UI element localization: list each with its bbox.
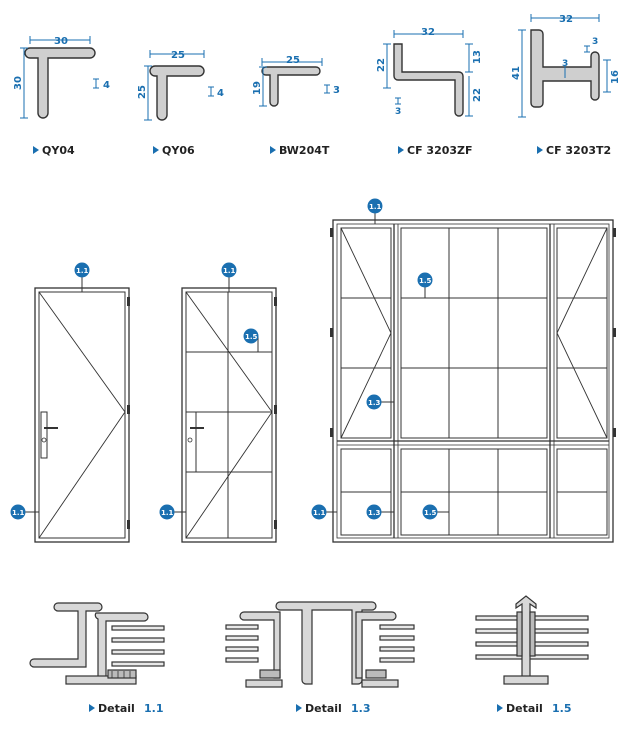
door-grid-pane [181,287,277,543]
detail-badge[interactable] [10,504,26,520]
detail-1-5-section [475,595,589,685]
badge-label: 1.1 [223,267,236,275]
detail-badge[interactable] [422,504,438,520]
hinge-icon [613,328,616,337]
dim-height: 41 [511,66,522,80]
badge-label: 1.1 [76,267,89,275]
dim-right-bottom: 22 [472,88,483,102]
keyhole-icon [187,437,193,443]
hinge-icon [274,405,277,414]
bullet-arrow-icon [270,146,276,154]
profile-qy06: 25 25 4 QY06 [137,50,224,157]
detail-1-1-section [29,602,165,685]
hinge-icon [127,405,130,414]
bullet-arrow-icon [398,146,404,154]
dim-thickness: 4 [103,80,110,91]
dim-left: 22 [376,58,387,72]
tee-profile-shape [149,65,205,121]
dim-side: 16 [610,70,621,84]
dim-thickness: 4 [217,88,224,99]
profile-cf3203t2: 32 41 3 3 16 CF 3203T2 [511,14,621,157]
badge-label: 1.5 [424,509,437,517]
hinge-icon [127,520,130,529]
double-door-assembly [330,219,616,543]
badge-label: 1.3 [368,509,381,517]
door-single-pane [34,287,130,543]
profile-label: CF 3203ZF [407,144,473,157]
lock-plate [40,411,48,459]
dim-thickness: 3 [333,85,340,96]
hinge-icon [274,520,277,529]
badge-label: 1.1 [12,509,25,517]
tee-profile-shape [261,66,321,107]
badge-label: 1.1 [313,509,326,517]
badge-label: 1.5 [245,333,258,341]
dim-thickness: 3 [395,107,401,117]
bullet-arrow-icon [497,704,503,712]
detail-badge[interactable] [367,198,383,214]
bullet-arrow-icon [153,146,159,154]
dim-height: 30 [13,76,24,90]
profile-qy04: 30 30 4 QY04 [13,36,110,157]
detail-badge[interactable] [221,262,237,278]
hinge-icon [274,297,277,306]
bullet-arrow-icon [537,146,543,154]
detail-badge[interactable] [159,504,175,520]
hinge-icon [330,328,333,337]
tee-profile-shape [24,47,96,119]
profile-label: QY04 [42,144,75,157]
profile-label: BW204T [279,144,330,157]
dim-flange: 3 [592,37,598,47]
dim-width: 25 [286,55,300,66]
profile-cf3203zf: 32 22 13 22 3 CF 3203ZF [376,27,483,157]
dim-web: 3 [562,59,568,69]
dim-width: 32 [559,14,573,25]
detail-word: Detail [305,702,342,715]
dim-width: 25 [171,50,185,61]
bullet-arrow-icon [89,704,95,712]
keyhole-icon [41,437,47,443]
dim-width: 30 [54,36,68,47]
detail-badge[interactable] [243,328,259,344]
badge-label: 1.5 [419,277,432,285]
dim-right-top: 13 [472,50,483,64]
detail-word: Detail [98,702,135,715]
bullet-arrow-icon [33,146,39,154]
dim-height: 25 [137,85,148,99]
hinge-icon [330,228,333,237]
badge-label: 1.1 [161,509,174,517]
zee-profile-shape [393,43,464,117]
detail-number: 1.5 [552,702,572,715]
badge-label: 1.3 [368,399,381,407]
badge-label: 1.1 [369,203,382,211]
hinge-icon [127,297,130,306]
detail-badge[interactable] [74,262,90,278]
detail-1-3-section [225,601,415,688]
detail-badge[interactable] [311,504,327,520]
profile-bw204t: 25 19 3 BW204T [252,55,340,157]
profile-label: CF 3203T2 [546,144,611,157]
profile-label: QY06 [162,144,195,157]
hinge-icon [613,428,616,437]
detail-number: 1.3 [351,702,371,715]
detail-badge[interactable] [366,504,382,520]
detail-number: 1.1 [144,702,164,715]
dim-height: 19 [252,81,263,95]
detail-badge[interactable] [417,272,433,288]
hinge-icon [330,428,333,437]
bullet-arrow-icon [296,704,302,712]
hinge-icon [613,228,616,237]
detail-badge[interactable] [366,394,382,410]
detail-word: Detail [506,702,543,715]
dim-width: 32 [421,27,435,38]
